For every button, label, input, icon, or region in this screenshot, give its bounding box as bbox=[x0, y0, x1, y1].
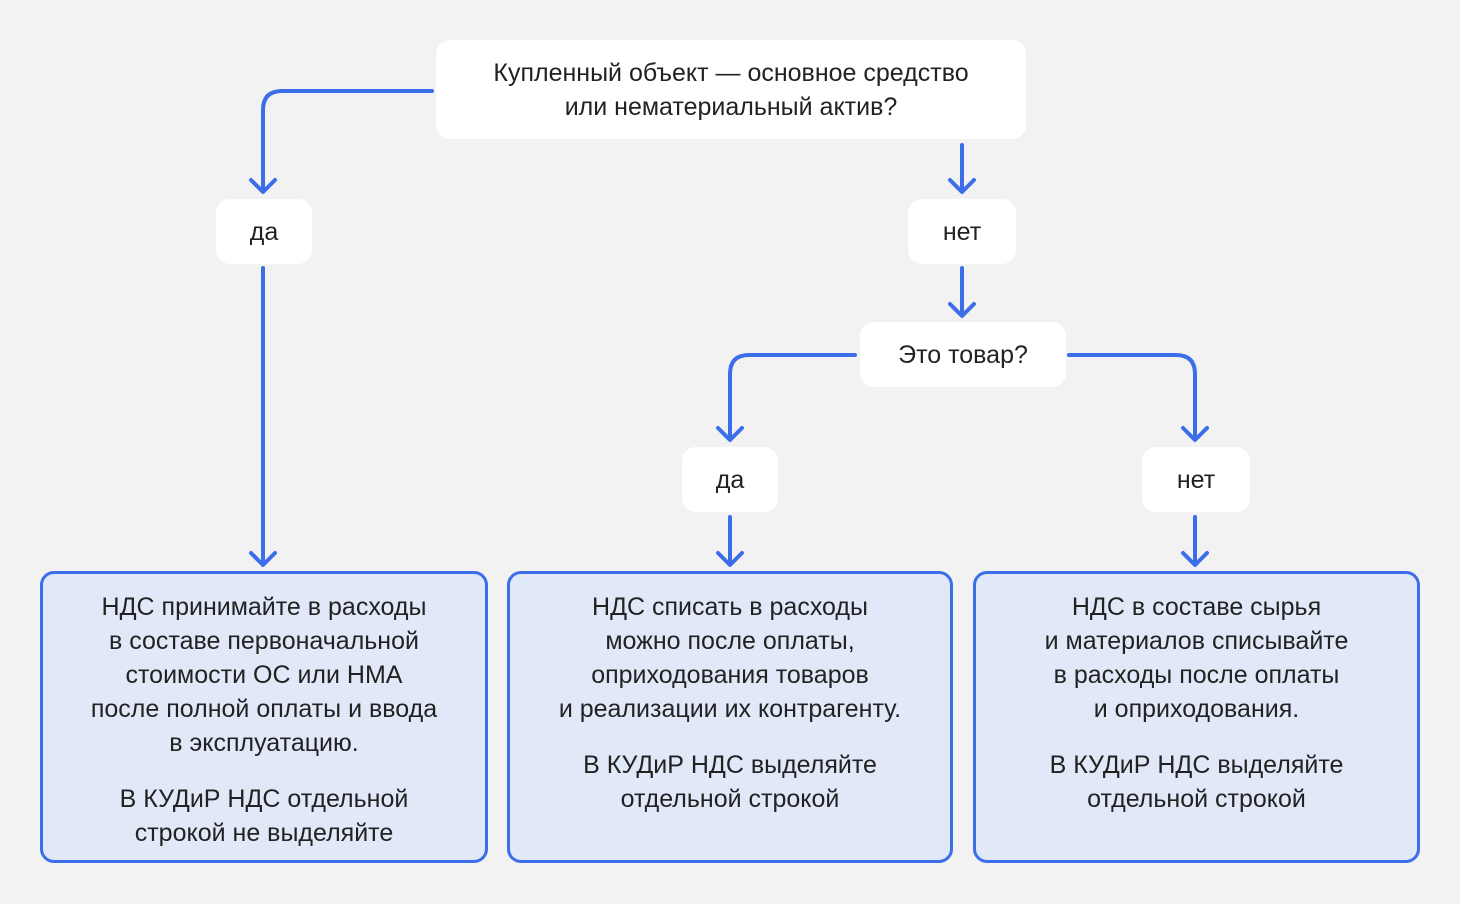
answer-yes-1: да bbox=[216, 199, 312, 264]
edge-q1-yes bbox=[261, 89, 434, 192]
arrowhead-icon bbox=[1181, 551, 1209, 567]
answer-yes-2: да bbox=[682, 447, 778, 512]
arrowhead-icon bbox=[1181, 426, 1209, 442]
arrowhead-icon bbox=[716, 426, 744, 442]
result-main-text: НДС принимайте в расходы в составе перво… bbox=[90, 593, 438, 757]
arrowhead-icon bbox=[249, 551, 277, 567]
edge-q2-no bbox=[1067, 353, 1197, 440]
answer-no-1: нет bbox=[908, 199, 1016, 264]
question-asset-type: Купленный объект — основное средство или… bbox=[436, 40, 1026, 139]
result-note-text: В КУДиР НДС выделяйте отдельной строкой bbox=[583, 751, 877, 813]
arrowhead-icon bbox=[948, 178, 976, 194]
question-is-goods: Это товар? bbox=[860, 322, 1066, 387]
result-note-text: В КУДиР НДС выделяйте отдельной строкой bbox=[1049, 751, 1344, 813]
arrowhead-icon bbox=[948, 302, 976, 318]
edge-q2-yes bbox=[728, 353, 857, 440]
arrowhead-icon bbox=[716, 551, 744, 567]
result-note-text: В КУДиР НДС отдельной строкой не выделяй… bbox=[119, 785, 409, 847]
result-main-text: НДС в составе сырья и материалов списыва… bbox=[1044, 593, 1349, 723]
result-materials: НДС в составе сырья и материалов списыва… bbox=[973, 571, 1420, 863]
result-goods: НДС списать в расходы можно после оплаты… bbox=[507, 571, 953, 863]
answer-no-2: нет bbox=[1142, 447, 1250, 512]
result-fixed-assets: НДС принимайте в расходы в составе перво… bbox=[40, 571, 488, 863]
result-main-text: НДС списать в расходы можно после оплаты… bbox=[558, 593, 902, 723]
arrowhead-icon bbox=[249, 178, 277, 194]
